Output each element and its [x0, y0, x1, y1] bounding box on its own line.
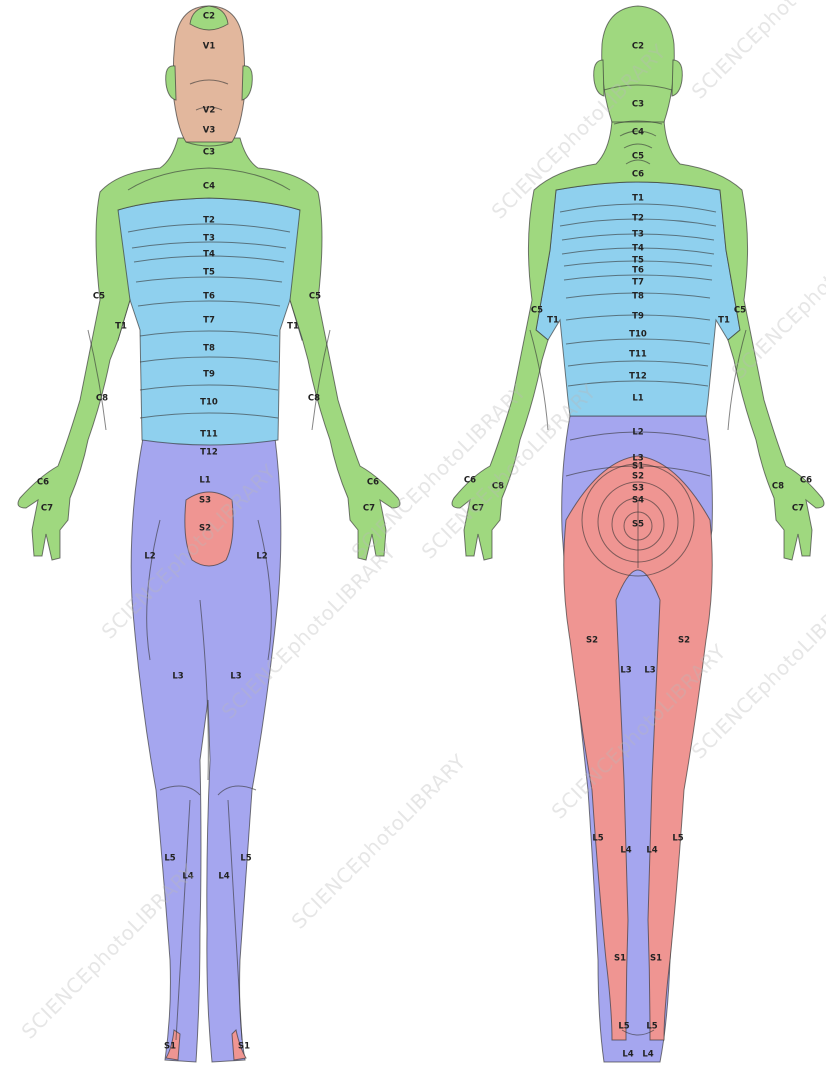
back-label-s4: S4 — [632, 496, 644, 506]
front-label-s1: S1 — [164, 1042, 176, 1052]
front-label-c5: C5 — [93, 292, 105, 302]
front-label-l1: L1 — [199, 476, 210, 486]
watermark-text: SCIENCEphotoLIBRARY — [687, 0, 826, 104]
back-label-s1: S1 — [632, 462, 644, 472]
back-label-t12: T12 — [629, 372, 647, 382]
front-label-t11: T11 — [200, 430, 218, 440]
front-label-v2: V2 — [203, 106, 216, 116]
back-label-l1: L1 — [632, 394, 643, 404]
back-label-t10: T10 — [629, 330, 647, 340]
back-label-t9: T9 — [632, 312, 644, 322]
back-label-t8: T8 — [632, 292, 644, 302]
front-label-t1: T1 — [115, 322, 127, 332]
front-label-l3: L3 — [172, 672, 183, 682]
front-label-c7: C7 — [41, 504, 53, 514]
front-label-l5: L5 — [240, 854, 251, 864]
back-label-c6: C6 — [632, 170, 644, 180]
front-label-t1: T1 — [287, 322, 299, 332]
front-label-t9: T9 — [203, 370, 215, 380]
back-label-l3: L3 — [644, 666, 655, 676]
back-label-c7: C7 — [792, 504, 804, 514]
back-ear-right — [672, 60, 682, 96]
back-label-t6: T6 — [632, 266, 644, 276]
front-label-v1: V1 — [203, 42, 216, 52]
front-label-v3: V3 — [203, 126, 216, 136]
back-label-t5: T5 — [632, 256, 644, 266]
back-label-l4: L4 — [646, 846, 657, 856]
front-ear-right — [242, 66, 252, 100]
front-label-c4: C4 — [203, 182, 215, 192]
back-label-l4: L4 — [642, 1050, 653, 1060]
front-label-t7: T7 — [203, 316, 215, 326]
back-label-l5: L5 — [672, 834, 683, 844]
front-label-t8: T8 — [203, 344, 215, 354]
back-label-c8: C8 — [772, 482, 784, 492]
back-label-t2: T2 — [632, 214, 644, 224]
back-label-l5: L5 — [646, 1022, 657, 1032]
front-label-s3: S3 — [199, 496, 211, 506]
front-label-c7: C7 — [363, 504, 375, 514]
front-label-l2: L2 — [144, 552, 155, 562]
front-label-c8: C8 — [96, 394, 108, 404]
back-label-t1: T1 — [547, 316, 559, 326]
front-label-t3: T3 — [203, 234, 215, 244]
front-label-l4: L4 — [218, 872, 229, 882]
front-label-l5: L5 — [164, 854, 175, 864]
back-label-c5: C5 — [734, 306, 746, 316]
front-label-t2: T2 — [203, 216, 215, 226]
back-label-s5: S5 — [632, 520, 644, 530]
watermark-text: SCIENCEphotoLIBRARY — [287, 749, 471, 933]
back-label-s3: S3 — [632, 484, 644, 494]
back-label-t1: T1 — [632, 194, 644, 204]
back-label-s2: S2 — [678, 636, 690, 646]
front-label-l3: L3 — [230, 672, 241, 682]
front-label-c3: C3 — [203, 148, 215, 158]
front-label-t4: T4 — [203, 250, 215, 260]
back-label-c5: C5 — [632, 152, 644, 162]
back-label-s1: S1 — [650, 954, 662, 964]
front-label-c2: C2 — [203, 12, 215, 22]
back-label-t1: T1 — [718, 316, 730, 326]
back-label-l4: L4 — [622, 1050, 633, 1060]
back-label-s2: S2 — [586, 636, 598, 646]
back-label-c6: C6 — [464, 476, 476, 486]
front-label-c5: C5 — [309, 292, 321, 302]
back-figure — [452, 6, 824, 1062]
back-label-c4: C4 — [632, 128, 644, 138]
back-label-s1: S1 — [614, 954, 626, 964]
front-label-c6: C6 — [367, 478, 379, 488]
back-label-t4: T4 — [632, 244, 644, 254]
back-label-l5: L5 — [618, 1022, 629, 1032]
back-label-t3: T3 — [632, 230, 644, 240]
front-label-s1: S1 — [238, 1042, 250, 1052]
front-label-l2: L2 — [256, 552, 267, 562]
back-label-l5: L5 — [592, 834, 603, 844]
front-label-c6: C6 — [37, 478, 49, 488]
back-label-c3: C3 — [632, 100, 644, 110]
back-label-l2: L2 — [632, 428, 643, 438]
back-label-l4: L4 — [620, 846, 631, 856]
front-ear-left — [166, 66, 176, 100]
back-label-l3: L3 — [620, 666, 631, 676]
back-label-s2: S2 — [632, 472, 644, 482]
front-label-t6: T6 — [203, 292, 215, 302]
back-label-t11: T11 — [629, 350, 647, 360]
front-label-t10: T10 — [200, 398, 218, 408]
back-label-c6: C6 — [800, 476, 812, 486]
back-label-c5: C5 — [531, 306, 543, 316]
front-label-c8: C8 — [308, 394, 320, 404]
back-label-t7: T7 — [632, 278, 644, 288]
front-label-t5: T5 — [203, 268, 215, 278]
front-label-t12: T12 — [200, 448, 218, 458]
